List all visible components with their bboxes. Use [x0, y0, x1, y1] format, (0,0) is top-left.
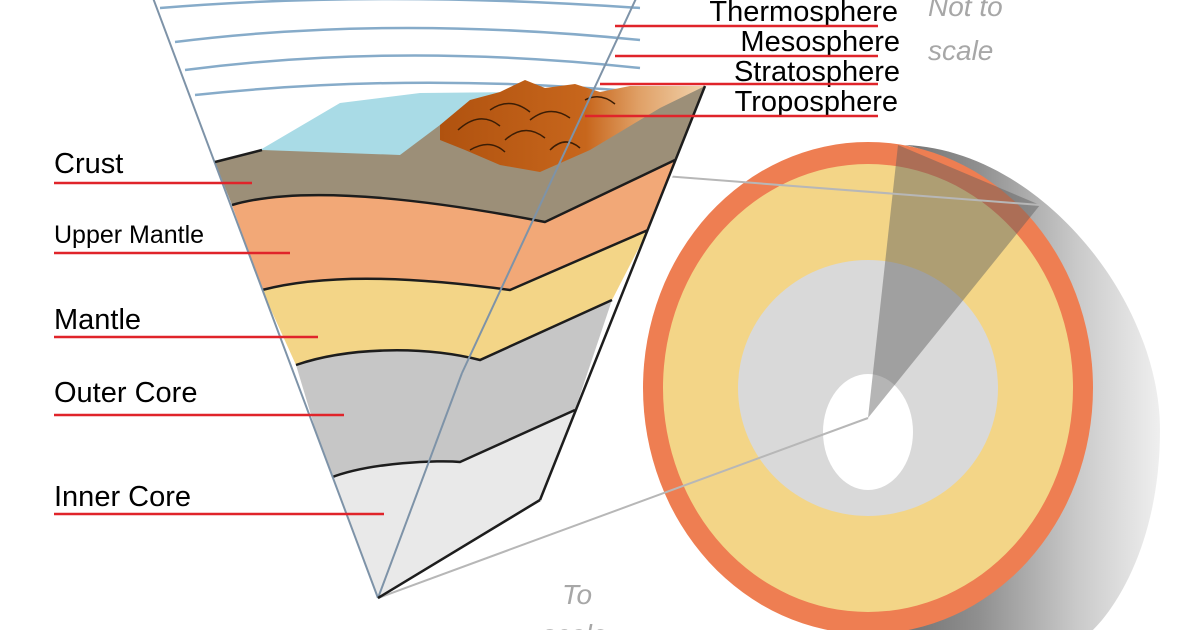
label-mantle: Mantle [54, 304, 141, 336]
scale-notes: Not to scale To scale [542, 0, 1003, 630]
sphere-inner-core [823, 374, 913, 490]
wedge-outer-core [296, 300, 612, 478]
layer-labels: Crust Upper Mantle Mantle Outer Core Inn… [54, 148, 384, 516]
not-to-scale-line2: scale [928, 35, 993, 66]
layer-wedge [150, 0, 710, 598]
label-outer-core: Outer Core [54, 377, 197, 409]
wedge-outline [152, 0, 707, 600]
sphere-highlight-sector [868, 145, 1040, 418]
earth-sphere-cutaway [643, 142, 1160, 630]
label-stratosphere: Stratosphere [734, 56, 900, 88]
to-scale-line2: scale [542, 619, 607, 630]
label-troposphere: Troposphere [735, 86, 898, 118]
label-crust: Crust [54, 148, 123, 180]
sphere-side-shell [894, 145, 1160, 630]
not-to-scale-line1: Not to [928, 0, 1003, 22]
wedge-mantle [262, 230, 648, 365]
label-thermosphere: Thermosphere [709, 0, 898, 28]
label-upper-mantle: Upper Mantle [54, 221, 204, 249]
label-mesosphere: Mesosphere [740, 26, 900, 58]
wedge-inner-core [330, 410, 575, 598]
to-scale-line1: To [562, 579, 592, 610]
wedge-upper-mantle [232, 160, 675, 290]
label-inner-core: Inner Core [54, 481, 191, 513]
atmosphere-labels: Thermosphere Mesosphere Stratosphere Tro… [585, 0, 900, 118]
